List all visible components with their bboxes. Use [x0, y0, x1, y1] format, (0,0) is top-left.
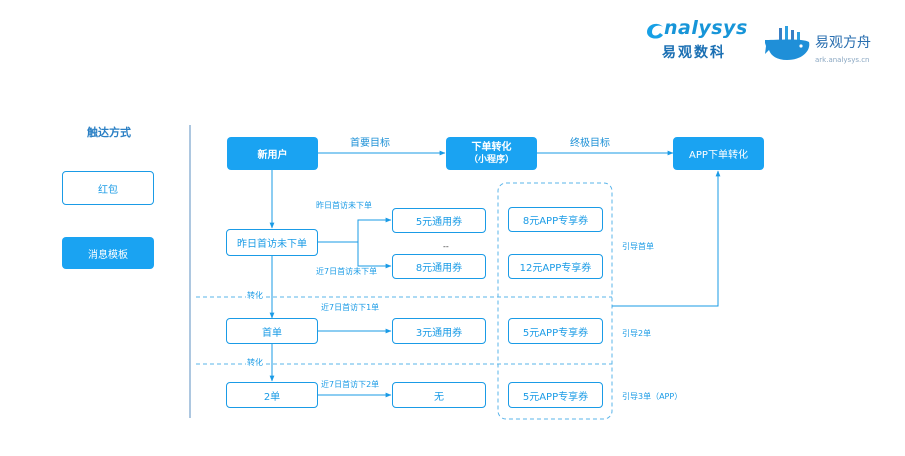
- edge-label-primary-goal: 首要目标: [350, 138, 390, 149]
- app-coupon-label: 8元APP专享券: [522, 216, 589, 227]
- node-new-user-label: 新用户: [257, 150, 288, 161]
- app-coupon-label: 5元APP专享券: [522, 391, 589, 403]
- node-first-order[interactable]: 首单: [226, 318, 318, 344]
- arrow-group-to-app: [612, 170, 721, 307]
- node-first-order-label: 首单: [262, 327, 282, 339]
- arrow-yesterday-to-8: [357, 242, 392, 269]
- sidebar-item-label: 消息模板: [88, 249, 128, 261]
- coupon-label: 无: [434, 391, 444, 403]
- ark-chinese-name: 易观方舟: [815, 35, 871, 51]
- node-order-conversion-sublabel: （小程序）: [468, 154, 514, 165]
- app-coupon-12[interactable]: 12元APP专享券: [508, 254, 603, 279]
- edge-label-last7-second-order: 近7日首访下2单: [321, 380, 380, 389]
- sidebar-item-message-template[interactable]: 消息模板: [62, 237, 154, 269]
- arrow-yesterday-to-5: [318, 217, 392, 243]
- node-yesterday-label: 昨日首访未下单: [237, 239, 307, 250]
- conversion-label-stage-2: 转化: [246, 358, 264, 367]
- sidebar-title: 触达方式: [87, 126, 131, 139]
- app-coupon-5-second[interactable]: 5元APP专享券: [508, 382, 603, 408]
- guide-first-order: 引导首单: [622, 242, 654, 251]
- ark-url: ark.analysys.cn: [815, 56, 870, 64]
- guide-second-order: 引导2单: [622, 329, 652, 338]
- app-coupon-label: 12元APP专享券: [519, 263, 592, 274]
- edge-label-last7-first-order: 近7日首访下1单: [321, 303, 380, 312]
- app-coupon-group: [497, 182, 613, 420]
- sidebar-item-red-packet[interactable]: 红包: [62, 171, 154, 205]
- coupon-5-general[interactable]: 5元通用券: [392, 208, 486, 233]
- node-app-order-conversion-label: APP下单转化: [689, 150, 748, 161]
- app-coupon-5-first[interactable]: 5元APP专享券: [508, 318, 603, 344]
- coupon-8-general[interactable]: 8元通用券: [392, 254, 486, 279]
- coupon-none[interactable]: 无: [392, 382, 486, 408]
- analysys-chinese-name: 易观数科: [662, 45, 726, 61]
- coupon-3-general[interactable]: 3元通用券: [392, 318, 486, 344]
- app-coupon-label: 5元APP专享券: [522, 327, 589, 339]
- node-yesterday-visit-no-order[interactable]: 昨日首访未下单: [226, 229, 318, 256]
- edge-label-last7-no-order: 近7日首访未下单: [316, 267, 378, 276]
- coupon-label: 8元通用券: [415, 263, 463, 274]
- node-app-order-conversion[interactable]: APP下单转化: [673, 137, 764, 170]
- whale-icon: [765, 26, 810, 60]
- edge-label-final-goal: 终极目标: [570, 138, 610, 149]
- node-second-order[interactable]: 2单: [226, 382, 318, 408]
- node-new-user[interactable]: 新用户: [227, 137, 318, 170]
- edge-label-yesterday-no-order: 昨日首访未下单: [316, 201, 372, 210]
- node-order-conversion-miniprogram[interactable]: 下单转化 （小程序）: [446, 137, 537, 170]
- node-order-conversion-label: 下单转化: [471, 141, 512, 153]
- conversion-label-stage-1: 转化: [246, 291, 264, 300]
- analysys-swoosh-icon: [647, 23, 663, 39]
- app-coupon-8[interactable]: 8元APP专享券: [508, 207, 603, 232]
- node-second-order-label: 2单: [263, 391, 281, 403]
- sidebar-item-label: 红包: [98, 184, 118, 196]
- guide-third-order-app: 引导3单（APP）: [622, 392, 683, 401]
- coupon-label: 5元通用券: [415, 217, 463, 228]
- tilde-mark: --: [443, 242, 449, 251]
- coupon-label: 3元通用券: [415, 327, 463, 339]
- analysys-wordmark: nalysys: [664, 17, 748, 39]
